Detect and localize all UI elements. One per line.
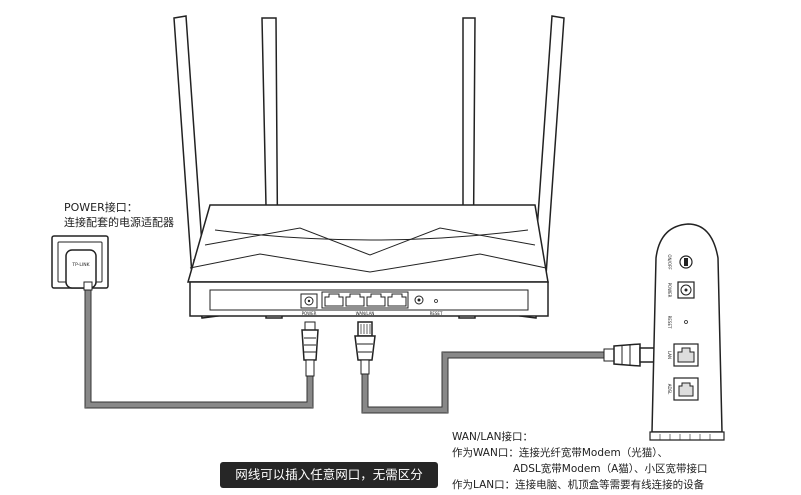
adapter-brand: TP-LINK [71, 262, 90, 268]
note-banner: 网线可以插入任意网口，无需区分 [220, 462, 438, 488]
power-cable-outline [84, 285, 314, 409]
ethernet-cable [362, 352, 612, 413]
router-reset-label: RESET [430, 311, 443, 316]
wan-usage-line: 作为WAN口：连接光纤宽带Modem（光猫）、 [452, 445, 708, 461]
wan-text-2: ADSL宽带Modem（A猫）、小区宽带接口 [513, 463, 708, 475]
modem-reset-label: RESET [667, 316, 672, 329]
power-port-description: 连接配套的电源适配器 [64, 216, 174, 229]
router-wan-lan-label: WAN/LAN [356, 311, 375, 316]
modem-lan-label: LAN [667, 351, 672, 359]
lan-usage-line: 作为LAN口：连接电脑、机顶盒等需要有线连接的设备 [452, 477, 708, 493]
wan-lan-description: WAN/LAN接口： 作为WAN口：连接光纤宽带Modem（光猫）、 ADSL宽… [452, 429, 708, 493]
power-adapter: TP-LINK [51, 235, 109, 291]
ethernet-plug-router [354, 321, 376, 375]
ethernet-cable-outline [361, 351, 612, 414]
modem-onoff-label: ON/OFF [667, 254, 672, 270]
power-plug [301, 321, 319, 377]
modem-power-label: POWER [667, 283, 672, 298]
router: POWER WAN/LAN RESET [173, 15, 565, 319]
power-cable [85, 285, 313, 408]
router-power-jack: POWER [300, 293, 318, 316]
modem-adsl-label: ADSL [667, 384, 672, 395]
router-power-label: POWER [302, 311, 317, 316]
wan-lan-title: WAN/LAN接口： [452, 431, 534, 443]
lan-prefix: 作为LAN口： [452, 479, 516, 491]
wan-text-1: 连接光纤宽带Modem（光猫）、 [518, 447, 668, 459]
router-reset: RESET [414, 295, 443, 316]
router-wan-lan-ports: WAN/LAN [321, 291, 409, 316]
wan-prefix: 作为WAN口： [452, 447, 519, 459]
lan-text: 连接电脑、机顶盒等需要有线连接的设备 [515, 479, 705, 491]
power-port-title: POWER接口： [64, 201, 138, 214]
modem: ON/OFF POWER RESET LAN ADSL [649, 223, 725, 441]
ethernet-plug-modem [603, 343, 657, 367]
